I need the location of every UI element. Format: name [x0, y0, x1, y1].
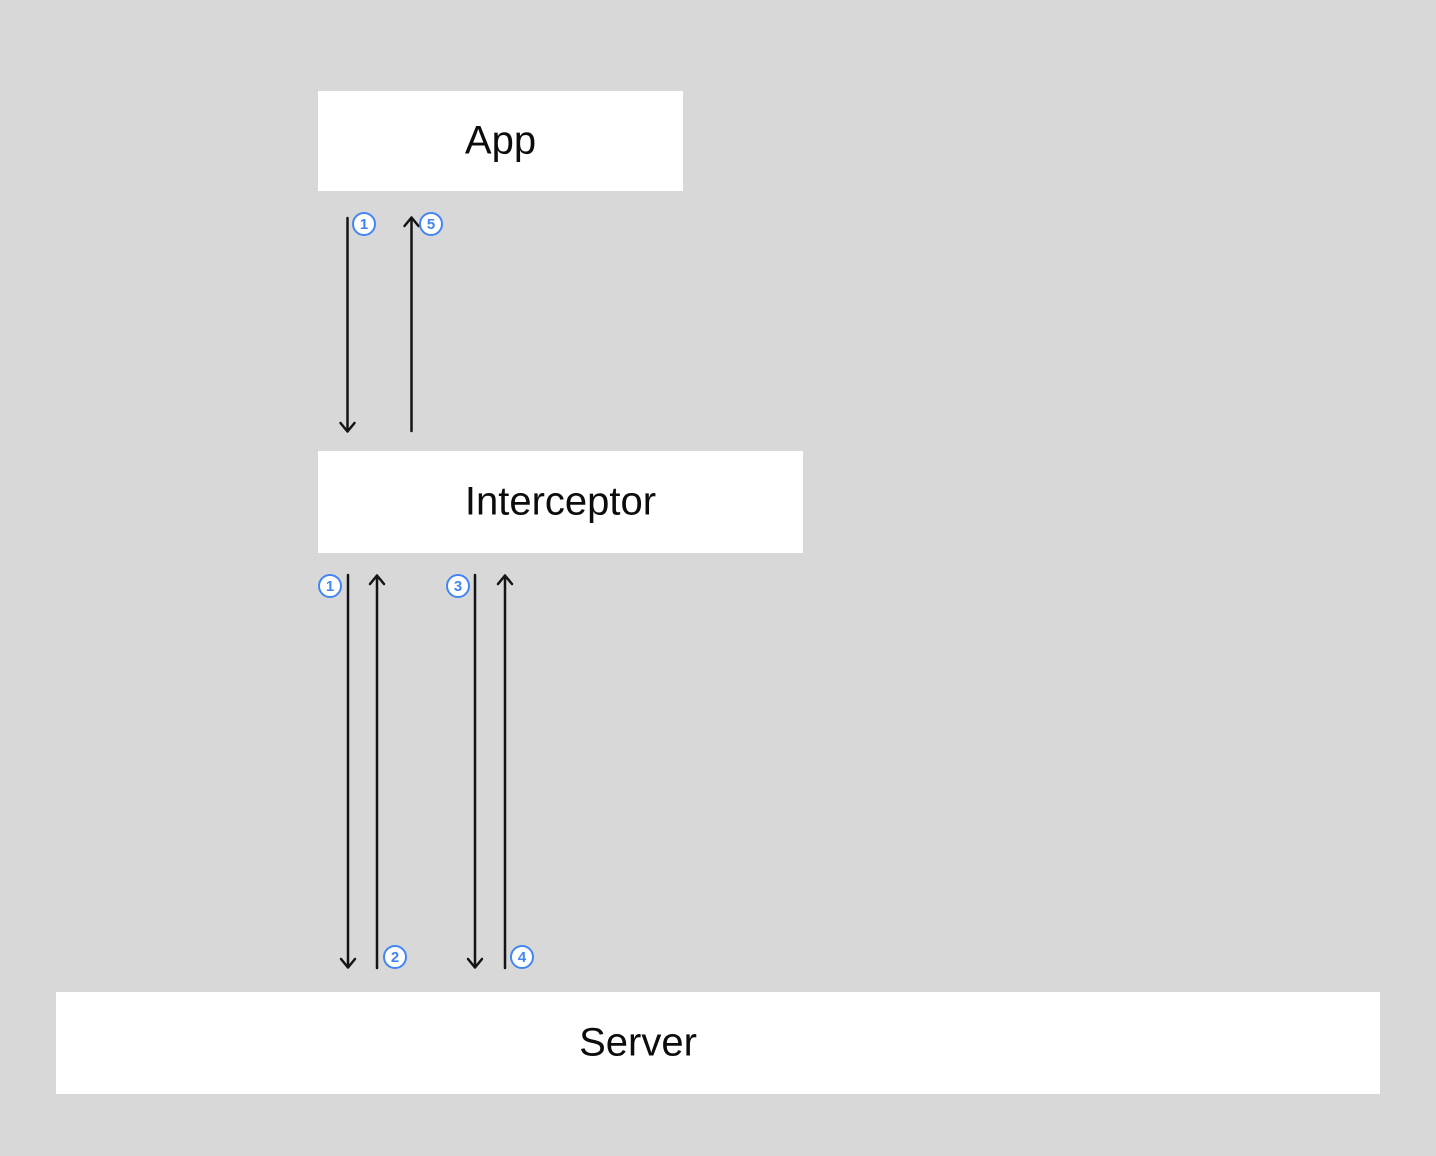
arrow-interceptor-to-server-down-3-icon — [466, 573, 484, 969]
arrow-server-to-interceptor-up-2-icon — [368, 574, 386, 970]
node-app: App — [318, 91, 683, 191]
step-badge-3-bottom: 3 — [446, 574, 470, 598]
node-app-label: App — [464, 118, 537, 163]
node-server: Server — [56, 992, 1380, 1094]
node-server-label: Server — [579, 1020, 697, 1065]
step-badge-1-bottom: 1 — [318, 574, 342, 598]
step-badge-2-bottom: 2 — [383, 945, 407, 969]
node-interceptor-label: Interceptor — [464, 479, 657, 524]
node-interceptor: Interceptor — [318, 451, 803, 553]
step-badge-1-top: 1 — [352, 212, 376, 236]
arrow-server-to-interceptor-up-4-icon — [496, 574, 514, 970]
step-badge-4-bottom: 4 — [510, 945, 534, 969]
arrow-interceptor-to-app-up-icon — [403, 216, 420, 433]
arrow-interceptor-to-server-down-1-icon — [339, 573, 357, 969]
arrow-app-to-interceptor-down-icon — [339, 216, 356, 433]
step-badge-5-top: 5 — [419, 212, 443, 236]
